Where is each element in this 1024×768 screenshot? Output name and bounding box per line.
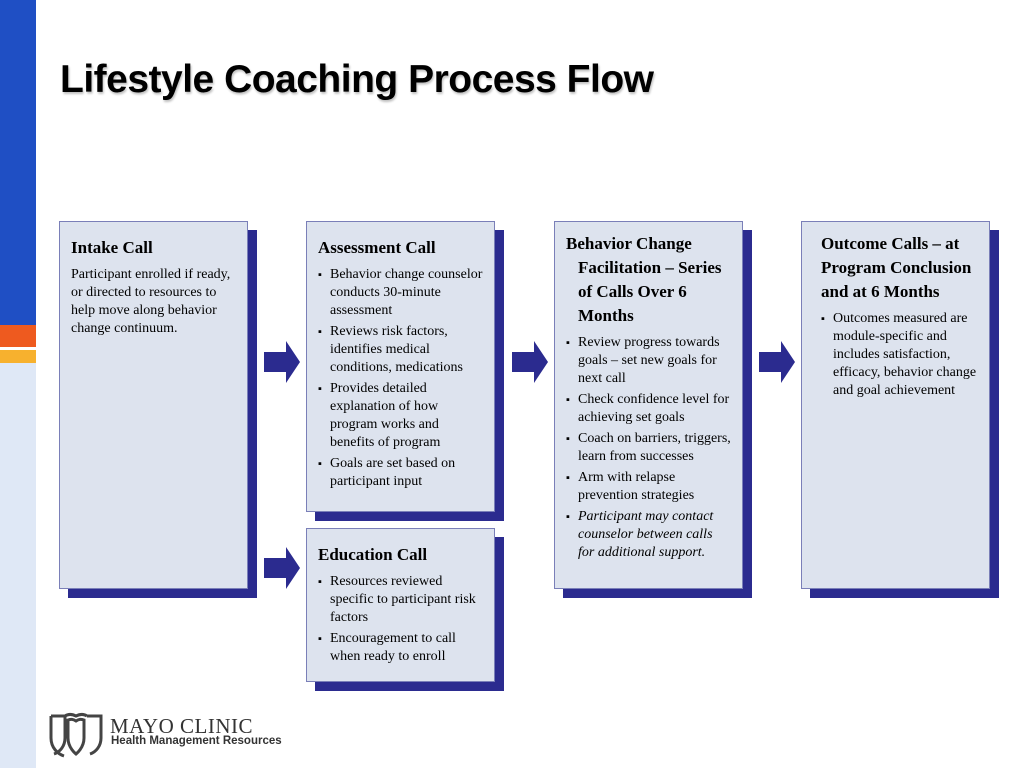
behavior-change-box: Behavior Change Facilitation – Series of… — [554, 221, 752, 598]
list-item: Provides detailed explanation of how pro… — [318, 380, 484, 452]
logo-name: MAYO CLINIC — [110, 714, 253, 738]
list-item: Reviews risk factors, identifies medical… — [318, 323, 484, 377]
education-call-box: Education Call Resources reviewed specif… — [306, 528, 504, 691]
intake-call-text: Participant enrolled if ready, or direct… — [71, 267, 231, 336]
list-item: Behavior change counselor conducts 30-mi… — [318, 266, 484, 320]
outcome-calls-list: Outcomes measured are module-specific an… — [821, 310, 981, 400]
education-call-list: Resources reviewed specific to participa… — [318, 573, 484, 666]
list-item: Check confidence level for achieving set… — [566, 391, 732, 427]
outcome-calls-box: Outcome Calls – at Program Conclusion an… — [801, 221, 999, 598]
arrow-right-icon — [264, 547, 300, 589]
logo-subtitle: Health Management Resources — [111, 735, 282, 747]
mayo-clinic-shield-icon — [49, 713, 103, 758]
list-item: Participant may contact counselor betwee… — [566, 508, 732, 562]
education-call-heading: Education Call — [318, 545, 428, 564]
assessment-call-box: Assessment Call Behavior change counselo… — [306, 221, 504, 521]
sidebar-gap — [0, 347, 36, 350]
sidebar-decoration — [0, 0, 36, 768]
list-item: Goals are set based on participant input — [318, 455, 484, 491]
intake-call-heading: Intake Call — [71, 238, 153, 257]
list-item: Outcomes measured are module-specific an… — [821, 310, 981, 400]
list-item: Resources reviewed specific to participa… — [318, 573, 484, 627]
sidebar-blue-bar — [0, 0, 36, 325]
arrow-right-icon — [512, 341, 548, 383]
arrow-right-icon — [759, 341, 795, 383]
page-title: Lifestyle Coaching Process Flow — [60, 58, 654, 101]
intake-call-box: Intake Call Participant enrolled if read… — [59, 221, 257, 598]
behavior-change-heading: Behavior Change Facilitation – Series of… — [566, 234, 722, 325]
outcome-calls-heading: Outcome Calls – at Program Conclusion an… — [821, 234, 972, 301]
list-item: Coach on barriers, triggers, learn from … — [566, 430, 732, 466]
list-item: Review progress towards goals – set new … — [566, 334, 732, 388]
list-item: Encouragement to call when ready to enro… — [318, 630, 484, 666]
list-item: Arm with relapse prevention strategies — [566, 469, 732, 505]
arrow-right-icon — [264, 341, 300, 383]
behavior-change-list: Review progress towards goals – set new … — [566, 334, 732, 562]
sidebar-light-bar — [0, 363, 36, 768]
assessment-call-list: Behavior change counselor conducts 30-mi… — [318, 266, 484, 491]
sidebar-orange-bar — [0, 325, 36, 347]
assessment-call-heading: Assessment Call — [318, 238, 436, 257]
sidebar-yellow-bar — [0, 350, 36, 363]
